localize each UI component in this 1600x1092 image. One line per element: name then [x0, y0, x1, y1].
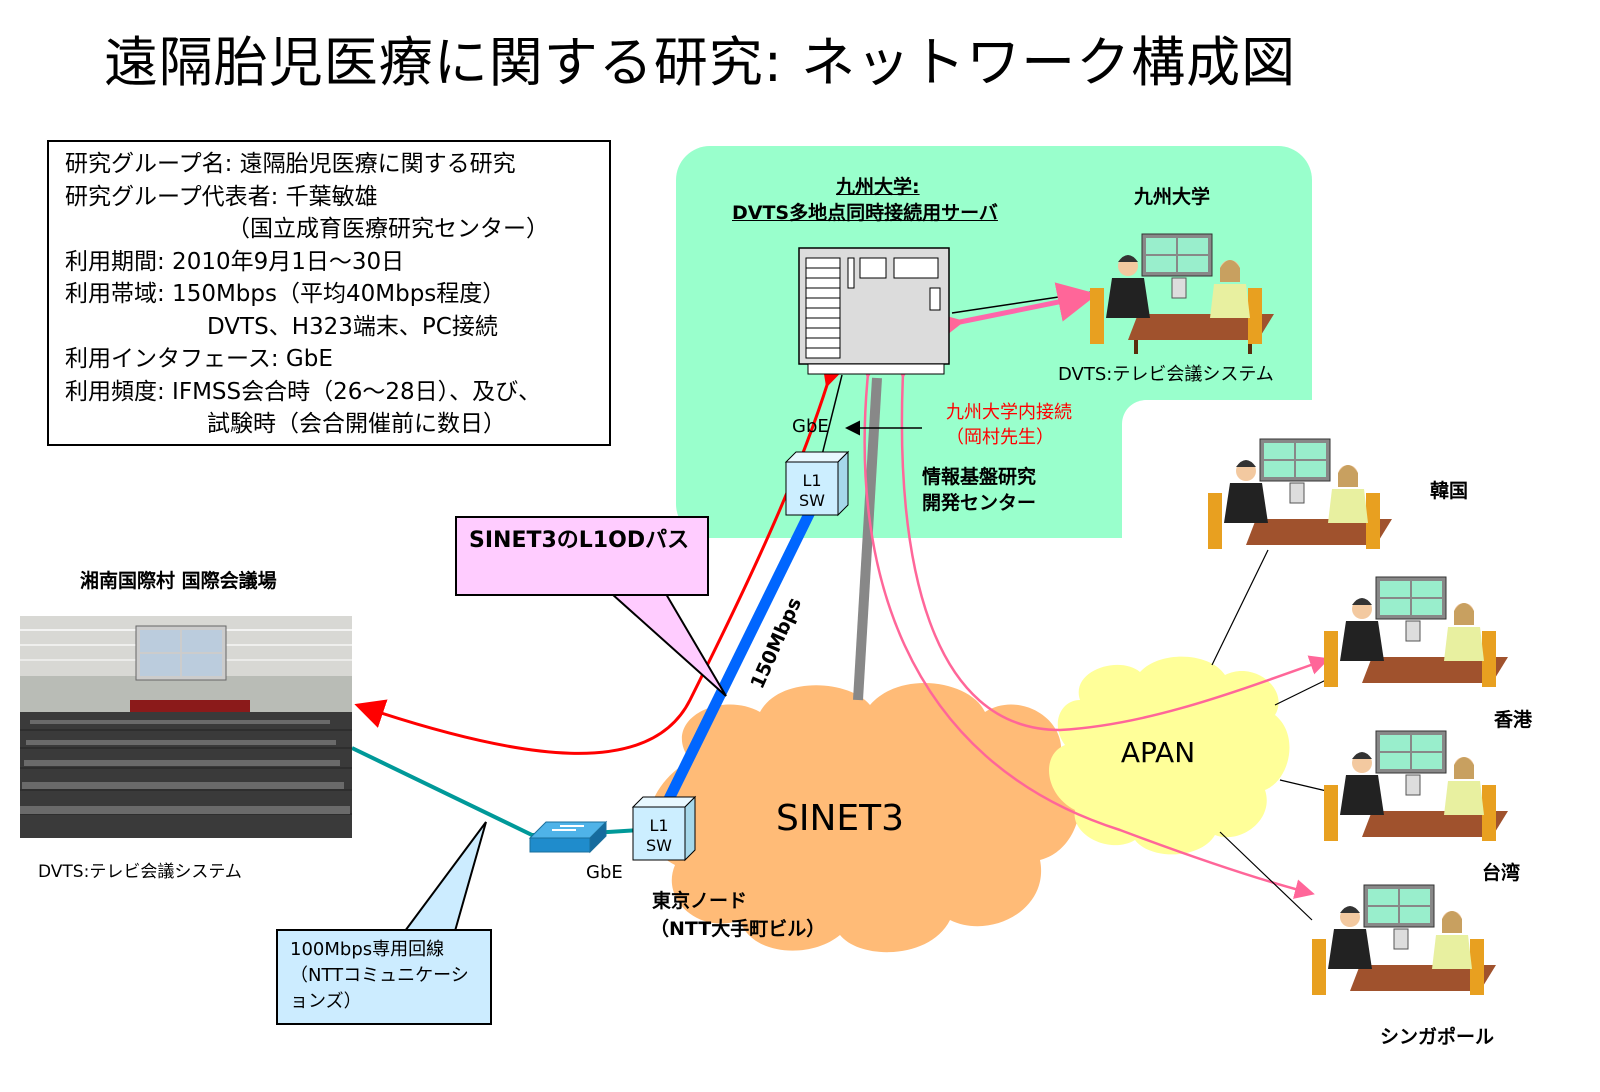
videoconf-kyushu: [1090, 233, 1274, 354]
tokyo-gbe-label: GbE: [586, 862, 623, 883]
leased-line-callout: 100Mbps専用回線（NTTコミュニケーションズ）: [276, 929, 492, 1025]
videoconf-icon: [1312, 884, 1496, 995]
info-bandwidth: 利用帯域: 150Mbps（平均40Mbps程度）: [65, 281, 506, 307]
server-kyushu-arrow: [921, 282, 1098, 349]
page-title: 遠隔胎児医療に関する研究: ネットワーク構成図: [103, 31, 1297, 94]
kyushu-site-label: 九州大学: [1134, 186, 1211, 208]
shonan-title: 湘南国際村 国際会議場: [80, 570, 277, 592]
info-group-name: 研究グループ名: 遠隔胎児医療に関する研究: [65, 151, 516, 177]
conference-hall-image: [20, 616, 352, 838]
pink-route-arrow-singapore: [859, 358, 1315, 899]
kyushu-internal-label-2: （岡村先生）: [946, 427, 1054, 448]
shonan-dvts-label: DVTS:テレビ会議システム: [38, 862, 242, 882]
apan-label: APAN: [1121, 736, 1195, 769]
apan-korea-line: [1211, 549, 1269, 666]
videoconf-singapore: [1312, 884, 1496, 995]
l1-switch-tokyo: [631, 795, 697, 862]
videoconf-korea: [1208, 438, 1392, 549]
l1sw-kyushu-l1: L1: [802, 471, 821, 490]
pink-route-arrow-hongkong: [893, 358, 1330, 732]
site-label-hongkong: 香港: [1494, 709, 1533, 731]
site-label-taiwan: 台湾: [1482, 862, 1521, 884]
videoconf-icon: [1208, 438, 1392, 549]
l1sw-tokyo-l1: L1: [649, 816, 668, 835]
kyushu-internal-label-1: 九州大学内接続: [946, 402, 1072, 423]
l1od-callout: SINET3のL1ODパス: [455, 516, 709, 596]
videoconf-hongkong: [1324, 576, 1508, 687]
info-interface: 利用インタフェース: GbE: [65, 346, 333, 372]
ethernet-switch-icon: [528, 820, 608, 854]
info-period: 利用期間: 2010年9月1日～30日: [65, 248, 405, 275]
tokyo-node-label-2: （NTT大手町ビル）: [650, 918, 826, 940]
leased-callout-pointer: [403, 821, 487, 932]
link-150mbps-label: 150Mbps: [746, 594, 806, 692]
server-l1sw-line: [821, 374, 843, 456]
apan-hongkong-line: [1274, 677, 1331, 706]
videoconf-icon: [1324, 730, 1508, 841]
l1sw-tokyo-sw: SW: [646, 836, 672, 855]
kyushu-gbe-label: GbE: [792, 416, 829, 437]
center-label-2: 開発センター: [922, 492, 1037, 514]
dvts-server: [798, 247, 950, 375]
info-organization: （国立成育医療研究センター）: [227, 216, 549, 242]
server-title-1: 九州大学:: [836, 176, 920, 198]
l1od-callout-pointer: [609, 593, 727, 697]
videoconf-taiwan: [1324, 730, 1508, 841]
center-label-1: 情報基盤研究: [922, 466, 1037, 488]
tokyo-node-label-1: 東京ノード: [652, 890, 748, 912]
site-label-korea: 韓国: [1430, 480, 1469, 502]
l1sw-kyushu-sw: SW: [799, 491, 825, 510]
apan-singapore-line: [1219, 831, 1313, 921]
kyushu-dvts-label: DVTS:テレビ会議システム: [1058, 364, 1274, 385]
l1-switch-kyushu: [784, 450, 850, 517]
videoconf-icon: [1324, 576, 1508, 687]
info-representative: 研究グループ代表者: 千葉敏雄: [65, 183, 378, 210]
sinet3-kyushu-trunk: [853, 377, 882, 701]
videoconf-icon: [1090, 233, 1274, 354]
server-title-2: DVTS多地点同時接続用サーバ: [732, 202, 998, 224]
sinet3-label: SINET3: [776, 798, 904, 839]
info-terminals: DVTS、H323端末、PC接続: [207, 313, 498, 340]
site-label-singapore: シンガポール: [1380, 1026, 1495, 1048]
